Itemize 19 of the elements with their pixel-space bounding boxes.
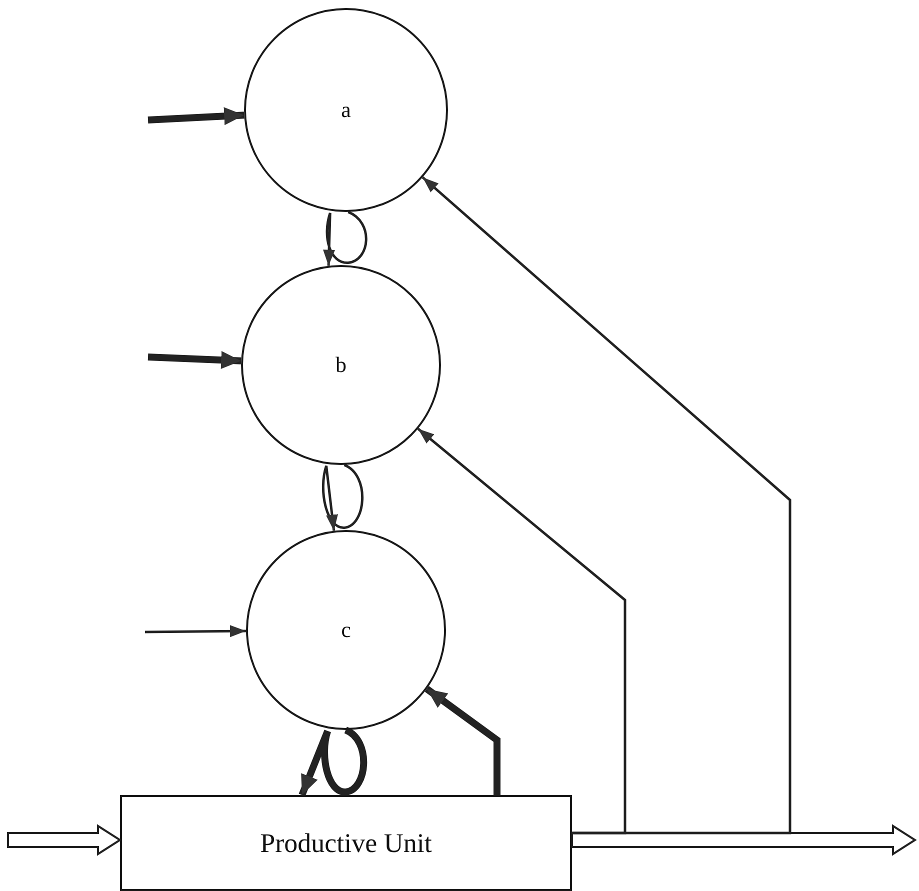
state-circle	[244, 8, 448, 212]
feedback-arrow	[424, 686, 500, 795]
hollow-arrow	[7, 824, 122, 856]
node-label: b	[336, 352, 346, 378]
state-circle	[246, 530, 446, 730]
state-circle	[241, 265, 441, 465]
loop-arrow	[323, 210, 368, 266]
hollow-arrow	[571, 824, 917, 856]
feedback-arrow	[422, 176, 792, 834]
loop-arrow	[298, 726, 368, 796]
loop-arrow	[322, 464, 364, 531]
input-arrow	[148, 351, 242, 370]
feedback-arrow	[417, 428, 626, 834]
input-arrow	[144, 625, 246, 638]
process-label: Productive Unit	[260, 828, 432, 858]
node-label: c	[341, 617, 351, 643]
node-label: a	[341, 97, 351, 123]
input-arrow	[148, 107, 244, 126]
process-box	[120, 795, 572, 891]
